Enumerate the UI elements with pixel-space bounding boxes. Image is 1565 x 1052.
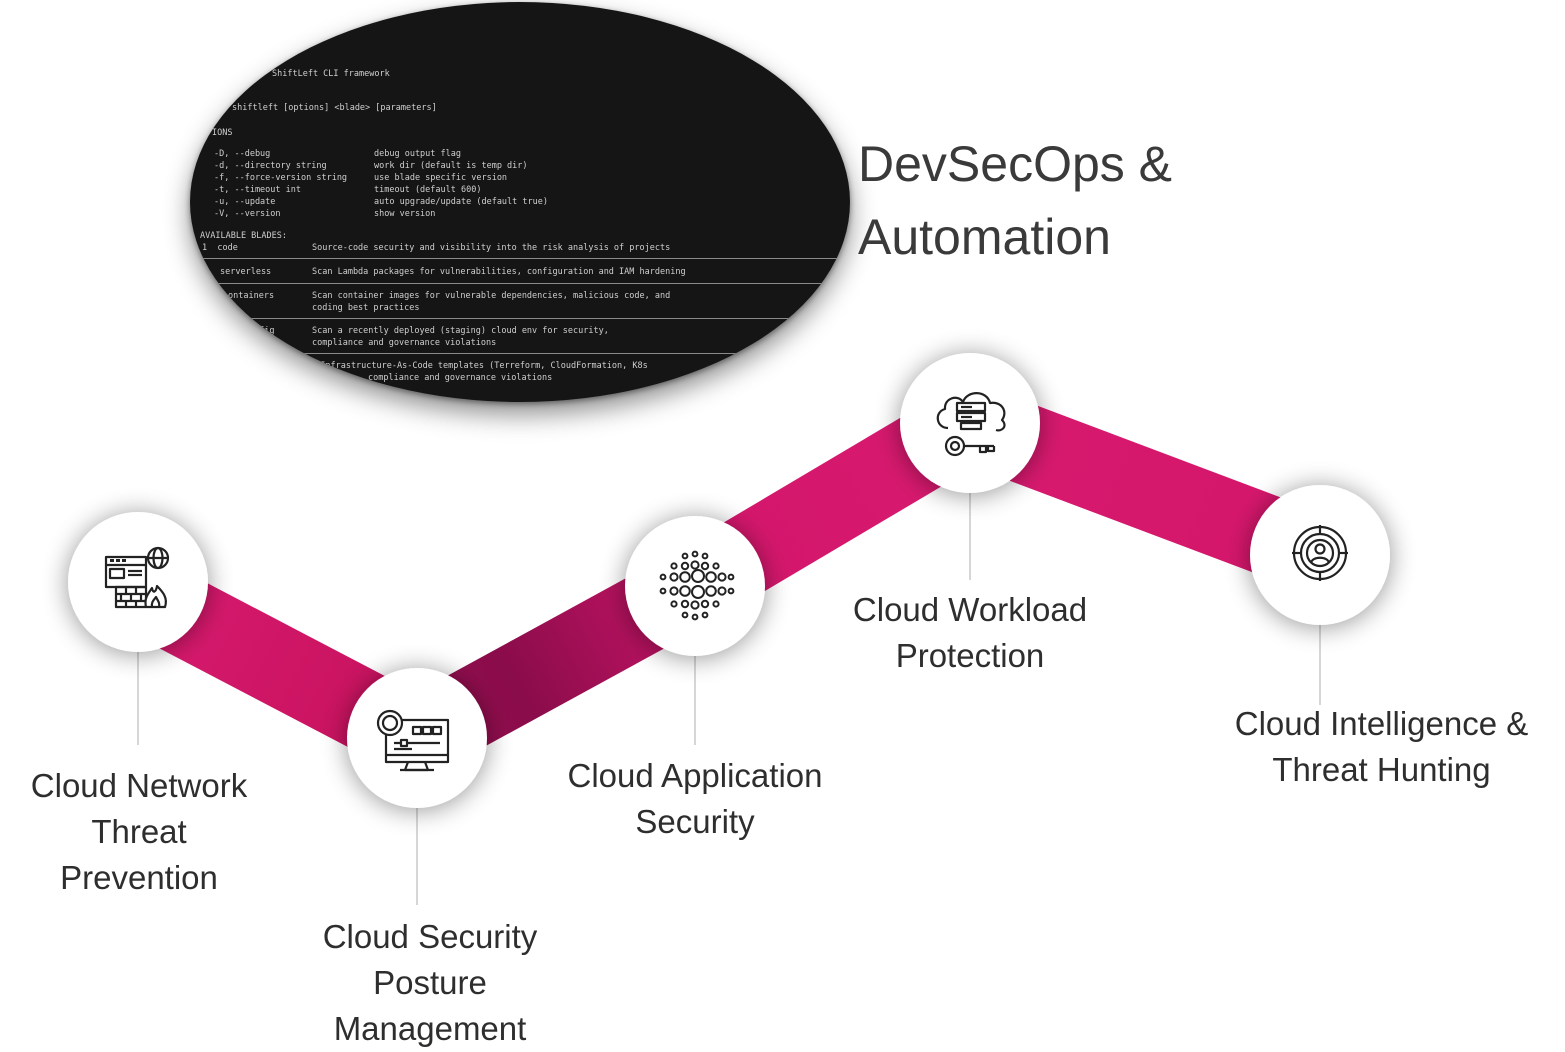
label-line: Threat (91, 813, 187, 850)
terminal-blade: n Infrastructure-As-Code templates (Terr… (310, 361, 648, 371)
monitor-dashboard-icon (376, 709, 450, 772)
label-line: Posture (373, 964, 487, 1001)
step-intelligence-node (1250, 485, 1390, 625)
step-workload-label: Cloud Workload Protection (818, 587, 1122, 679)
step-network-label: Cloud Network Threat Prevention (0, 763, 278, 901)
heading-line: DevSecOps & (858, 136, 1173, 192)
step-posture-label: Cloud Security Posture Management (278, 914, 582, 1052)
dots-pattern-icon (659, 550, 735, 621)
heading-line: Automation (858, 209, 1111, 265)
terminal-blade-cont: compliance and governance violations (368, 373, 553, 383)
label-line: Cloud Workload (852, 591, 1088, 628)
terminal-usage: shiftleft [options] <blade> [parameters] (232, 103, 437, 113)
terminal-title: ShiftLeft CLI framework (272, 69, 390, 79)
label-line: Prevention (60, 859, 218, 896)
label-line: Cloud Network (30, 767, 248, 804)
step-network-node (68, 512, 208, 652)
label-line: Management (333, 1010, 527, 1047)
terminal-screenshot: ShiftLeft CLI framework shiftleft [optio… (190, 2, 850, 402)
label-line: Threat Hunting (1272, 751, 1491, 788)
terminal-separator (190, 318, 850, 319)
cloud-server-key-icon (936, 392, 1006, 457)
label-line: Security (635, 803, 755, 840)
step-application-node (625, 516, 765, 656)
firewall-icon (104, 546, 170, 609)
step-workload-node (900, 353, 1040, 493)
terminal-blade-cont: coding best practices (312, 303, 420, 313)
terminal-options-header: IONS (212, 128, 233, 138)
step-posture-node (347, 668, 487, 808)
label-line: Cloud Application (567, 757, 823, 794)
label-line: Cloud Security (322, 918, 538, 955)
target-user-icon (1292, 525, 1348, 581)
terminal-separator (190, 258, 850, 259)
devsecops-heading: DevSecOps & Automation (858, 128, 1278, 274)
terminal-separator (190, 353, 850, 354)
terminal-blade-cont: compliance and governance violations (312, 338, 497, 348)
step-intelligence-label: Cloud Intelligence & Threat Hunting (1198, 701, 1565, 793)
step-application-label: Cloud Application Security (530, 753, 860, 845)
terminal-separator (190, 283, 850, 284)
terminal-blades-header: AVAILABLE BLADES: (200, 231, 287, 241)
label-line: Cloud Intelligence & (1234, 705, 1529, 742)
label-line: Protection (895, 637, 1045, 674)
